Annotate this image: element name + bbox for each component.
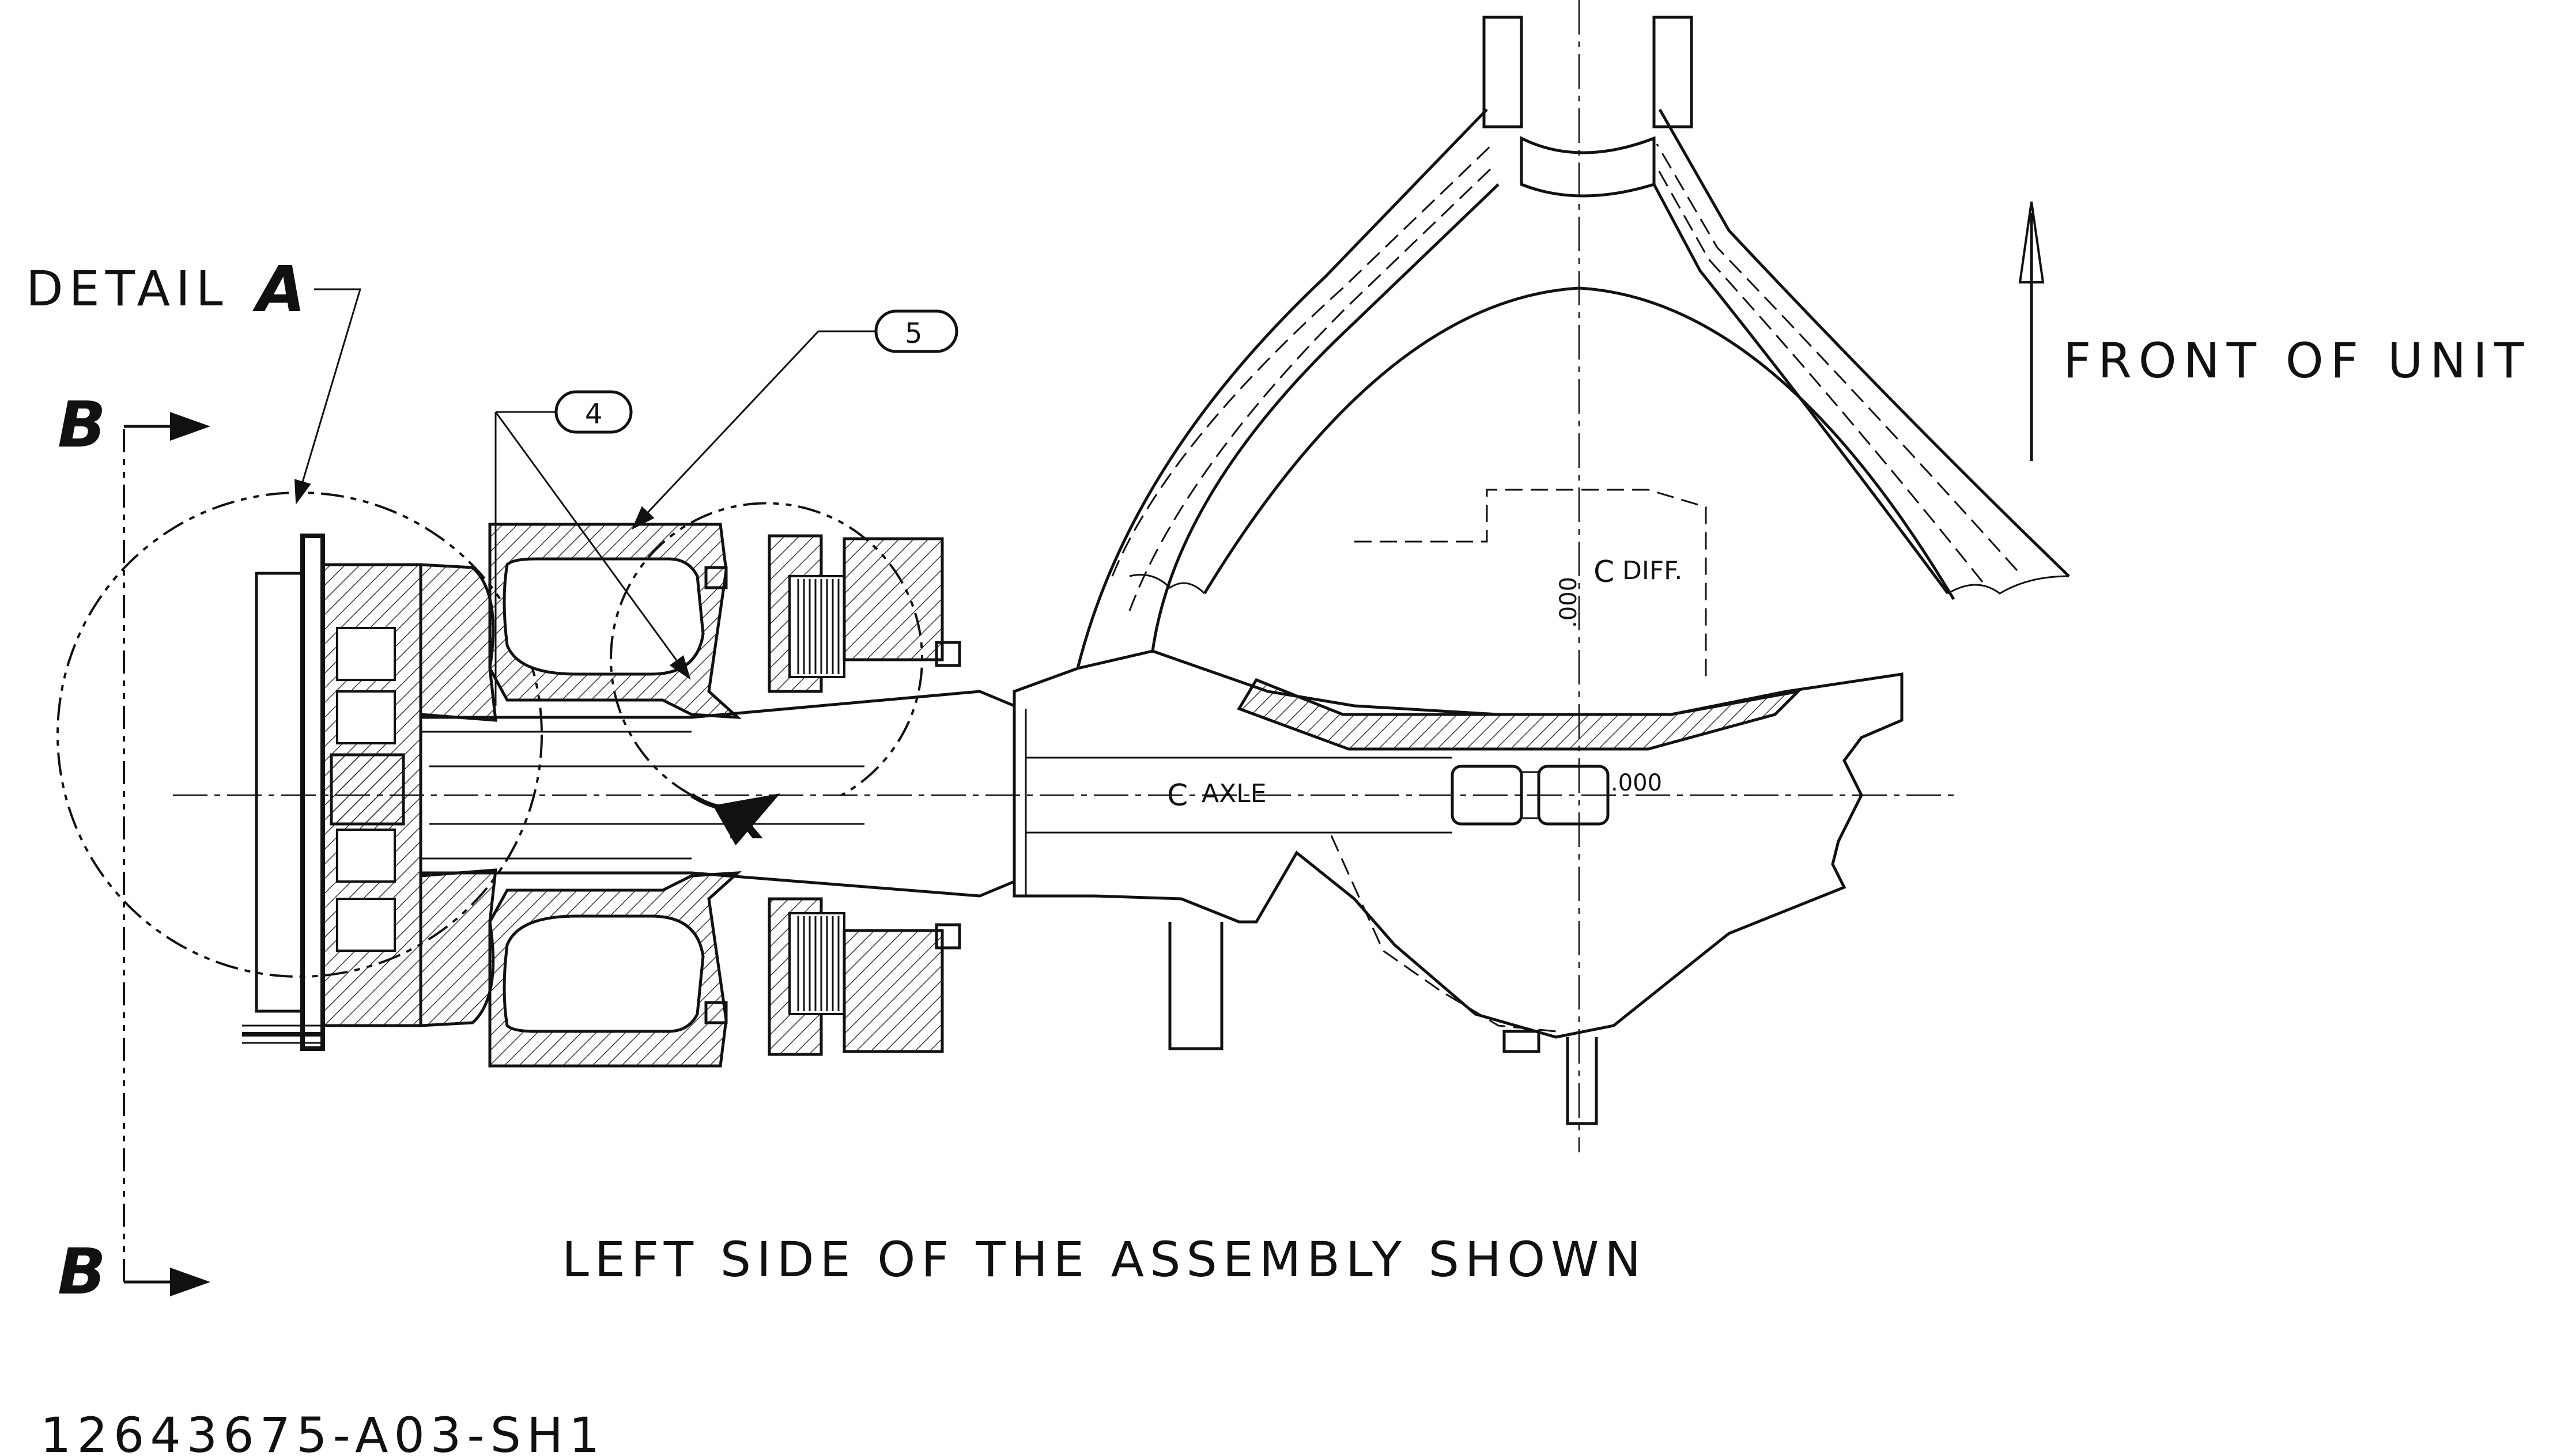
axle-collar-left bbox=[1451, 765, 1523, 826]
diff-value: .000 bbox=[1555, 577, 1582, 628]
brake-disc-stack-upper bbox=[797, 579, 840, 674]
hub-face bbox=[300, 534, 325, 1051]
axle-label: AXLE bbox=[1202, 779, 1267, 808]
view-caption: LEFT SIDE OF THE ASSEMBLY SHOWN bbox=[562, 1231, 1647, 1288]
clevis-ear-right bbox=[1652, 16, 1693, 128]
detail-k-circle bbox=[610, 502, 923, 796]
detail-k-callout: K bbox=[610, 502, 923, 849]
a-frame-yoke bbox=[1076, 16, 2070, 669]
diff-label: DIFF. bbox=[1622, 556, 1682, 585]
drawing-number: 12643675-A03-SH1 bbox=[40, 1407, 606, 1456]
detail-k-letter: K bbox=[729, 796, 768, 849]
a-frame-left-inner bbox=[1151, 183, 1500, 652]
clevis-ear-left bbox=[1482, 16, 1523, 128]
diff-hidden-upper bbox=[1354, 489, 1707, 680]
diff-cl-symbol: C bbox=[1593, 555, 1614, 589]
spindle-shaft bbox=[421, 690, 1016, 898]
a-frame-inner-arch bbox=[1203, 286, 1955, 600]
axle-collar-right bbox=[1537, 765, 1610, 826]
detail-a-circle bbox=[56, 491, 543, 978]
a-frame-right-outer bbox=[1658, 108, 2070, 577]
brake-assembly bbox=[704, 534, 961, 1056]
axle-cl-symbol: C bbox=[1167, 778, 1188, 813]
housing-upper-void bbox=[503, 557, 705, 676]
axle-value: .000 bbox=[1611, 770, 1662, 796]
brake-disc-stack-lower bbox=[797, 916, 840, 1011]
brake-lower-caliper bbox=[843, 929, 944, 1053]
drain-plug-stem bbox=[1566, 1037, 1598, 1125]
front-arrow-head bbox=[2018, 201, 2045, 283]
detail-label: DETAIL bbox=[26, 260, 229, 317]
a-frame-right-inner bbox=[1652, 183, 1950, 595]
brake-upper-caliper bbox=[843, 537, 944, 661]
section-b-b: B B bbox=[58, 388, 210, 1308]
section-letter-bottom: B bbox=[58, 1235, 106, 1308]
mount-bracket-left bbox=[1168, 922, 1223, 1050]
a-frame-left-outer bbox=[1076, 108, 1488, 669]
hub-lower-section bbox=[419, 868, 497, 1027]
hub-flange-plate bbox=[255, 572, 304, 1013]
front-of-unit-indicator: FRONT OF UNIT bbox=[2018, 201, 2531, 461]
axle-center-housing bbox=[1013, 489, 1904, 1125]
housing-lower-void bbox=[503, 914, 705, 1033]
detail-letter: A bbox=[252, 252, 305, 326]
front-of-unit-label: FRONT OF UNIT bbox=[2063, 332, 2531, 389]
diff-hidden-lower bbox=[1330, 835, 1557, 1033]
section-letter-top: B bbox=[58, 388, 106, 462]
wheel-hub-assembly bbox=[242, 534, 497, 1051]
detail-leader-line bbox=[294, 288, 362, 505]
svg-text:5: 5 bbox=[905, 317, 923, 350]
balloon-4: 4 bbox=[494, 390, 691, 706]
hub-upper-section bbox=[419, 563, 497, 722]
clevis-bridge bbox=[1520, 135, 1656, 198]
detail-a-callout: DETAIL A bbox=[26, 252, 543, 978]
balloon-5: 5 bbox=[631, 309, 958, 530]
svg-text:4: 4 bbox=[585, 398, 603, 430]
